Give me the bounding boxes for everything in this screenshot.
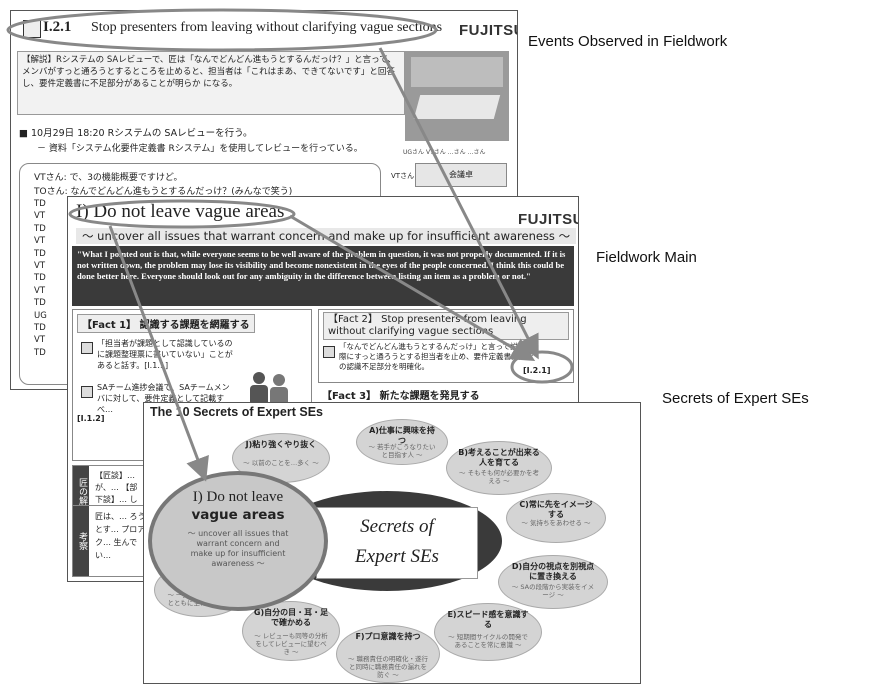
slide3-title: The 10 Secrets of Expert SEs <box>150 405 323 419</box>
center-title-2: Expert SEs <box>355 546 439 567</box>
secret-node-6: G)自分の目・耳・足で確かめる ～ レビューも同等の分析をしてレビューに望むべき … <box>242 601 340 661</box>
center-title-1: Secrets of <box>360 516 434 537</box>
dialog-line-1: VTさん: で、3の機能概要ですけど。 <box>34 173 183 183</box>
window-shape <box>411 57 503 87</box>
fact2-head: 【Fact 2】 Stop presenters from leaving wi… <box>323 312 569 340</box>
speaker-0: TD <box>34 199 46 209</box>
note-icon <box>323 346 335 358</box>
secret-node-head: F)プロ意識を持つ <box>355 632 421 641</box>
focus-sub: ～ uncover all issues that warrant concer… <box>187 529 289 568</box>
slide2-title: I) Do not leave vague areas <box>76 201 285 222</box>
secret-node-0: A)仕事に興味を持つ～ 若手がこうなりたいと目指す人 ～ <box>356 419 448 465</box>
label-main: Fieldwork Main <box>596 249 697 266</box>
label-secrets: Secrets of Expert SEs <box>662 390 809 407</box>
fact1-head: 【Fact 1】 認識する課題を網羅する <box>77 314 255 333</box>
secret-node-5: F)プロ意識を持つ ～ 職務責任の明確化・遂行と同時に職務責任の漏れを防ぐ ～ <box>336 625 440 683</box>
seat-label: VTさん <box>391 172 415 180</box>
focus-node-i: I) Do not leave vague areas ～ uncover al… <box>148 471 328 611</box>
fact2-text: 「なんでどんどん進もうとするんだっけ」と言って説明の際にすっと通ろうとする担当者… <box>339 342 534 371</box>
table-label: 会議卓 <box>415 163 507 187</box>
secret-node-sub: ～ 気持ちをあわせる ～ <box>521 519 591 527</box>
fact2-panel: 【Fact 2】 Stop presenters from leaving wi… <box>318 309 574 383</box>
secret-node-head: C)常に先をイメージする <box>519 500 593 519</box>
secret-node-4: E)スピード感を意識する ～ 短期間サイクルの開発であることを常に意識 ～ <box>434 603 542 661</box>
secret-node-head: J)粘り強くやり抜く <box>245 440 317 449</box>
center-scroll: Secrets of Expert SEs <box>316 507 478 579</box>
speaker-3: VT <box>34 236 46 247</box>
fact1-item-b-ref: [I.1.2] <box>77 414 105 423</box>
focus-title-2: vague areas <box>191 507 285 523</box>
speaker-5: VT <box>34 261 46 272</box>
secret-node-2: C)常に先をイメージする～ 気持ちをあわせる ～ <box>506 493 606 543</box>
speaker-7: VT <box>34 285 46 296</box>
slide1-code: I.2.1 <box>43 19 72 35</box>
speaker-2: TD <box>34 223 46 234</box>
speaker-12: TD <box>34 347 46 358</box>
dialog-line-2: TOさん: なんでどんどん進もうとするんだっけ？(みんなで笑う) <box>34 187 293 197</box>
note-icon <box>81 386 93 398</box>
secret-node-sub: ～ 以前のことを…多く ～ <box>243 459 319 467</box>
secret-node-sub: ～ SAの段階から実装をイメージ ～ <box>511 583 595 599</box>
secret-node-sub: ～ 若手がこうなりたいと目指す人 ～ <box>368 443 436 459</box>
speaker-9: UG <box>34 310 47 321</box>
slide1-header: I.2.1 Stop presenters from leaving witho… <box>15 16 513 44</box>
secret-node-sub: ～ 職務責任の明確化・遂行と同時に職務責任の漏れを防ぐ ～ <box>347 655 429 679</box>
secret-node-sub: ～ そもそも何が必要かを考える ～ <box>459 469 539 485</box>
slide2-quote: "What I pointed out is that, while every… <box>72 246 574 306</box>
slide1-bullet: ■ 10月29日 18:20 Rシステムの SAレビューを行う。 <box>19 128 253 139</box>
label-events: Events Observed in Fieldwork <box>528 33 728 50</box>
speaker-10: TD <box>34 323 46 334</box>
photo-caption: UGさん VTさん …さん …さん <box>403 149 486 156</box>
slide1-explain: 【解説】Rシステムの SAレビューで、匠は「なんでどんどん進もうとするんだっけ？… <box>17 51 405 115</box>
side-text-2: 匠は、… ろうとす… プロアク… 生んでい… <box>95 512 146 560</box>
fujitsu-logo: FUJITSU <box>459 22 517 39</box>
speaker-4: TD <box>34 248 46 259</box>
speaker-6: TD <box>34 273 46 284</box>
speaker-8: TD <box>34 298 46 309</box>
slide1-sub: － 資料「システム化要件定義書 Rシステム」を使用してレビューを行っている。 <box>37 144 363 154</box>
slide-secrets: The 10 Secrets of Expert SEs Secrets of … <box>143 402 641 684</box>
note-icon <box>23 20 41 38</box>
secret-node-head: A)仕事に興味を持つ <box>369 426 435 445</box>
slide1-title: Stop presenters from leaving without cla… <box>91 20 443 35</box>
focus-title-1: I) Do not leave <box>192 489 284 505</box>
fact3-head: 【Fact 3】 新たな課題を発見する <box>322 391 480 402</box>
secret-node-3: D)自分の視点を別視点に置き換える ～ SAの段階から実装をイメージ ～ <box>498 555 608 609</box>
secret-node-1: B)考えることが出来る人を育てる ～ そもそも何が必要かを考える ～ <box>446 441 552 495</box>
speaker-1: VT <box>34 211 46 222</box>
secret-node-head: B)考えることが出来る人を育てる <box>458 448 540 467</box>
secret-node-head: E)スピード感を意識する <box>447 610 529 629</box>
side-label-2: 考察 <box>73 506 89 576</box>
note-icon <box>81 342 93 354</box>
fujitsu-logo-2: FUJITSU <box>518 211 579 228</box>
speaker-11: VT <box>34 335 46 346</box>
secret-node-head: D)自分の視点を別視点に置き換える <box>511 562 595 581</box>
fact1-item-a: 「担当者が課題として認識しているのに課題整理票に書いていない」ことがあると話す。… <box>97 339 233 370</box>
secret-node-head: G)自分の目・耳・足で確かめる <box>253 608 329 627</box>
fact2-ref: [I.2.1] <box>523 366 551 375</box>
secret-node-sub: ～ レビューも同等の分析をしてレビューに望むべき ～ <box>254 632 328 656</box>
slide2-subtitle: ～ uncover all issues that warrant concer… <box>76 228 576 244</box>
meeting-photo <box>405 51 509 141</box>
meeting-table-shape <box>413 95 501 119</box>
secret-node-sub: ～ 短期間サイクルの開発であることを常に意識 ～ <box>448 633 528 649</box>
